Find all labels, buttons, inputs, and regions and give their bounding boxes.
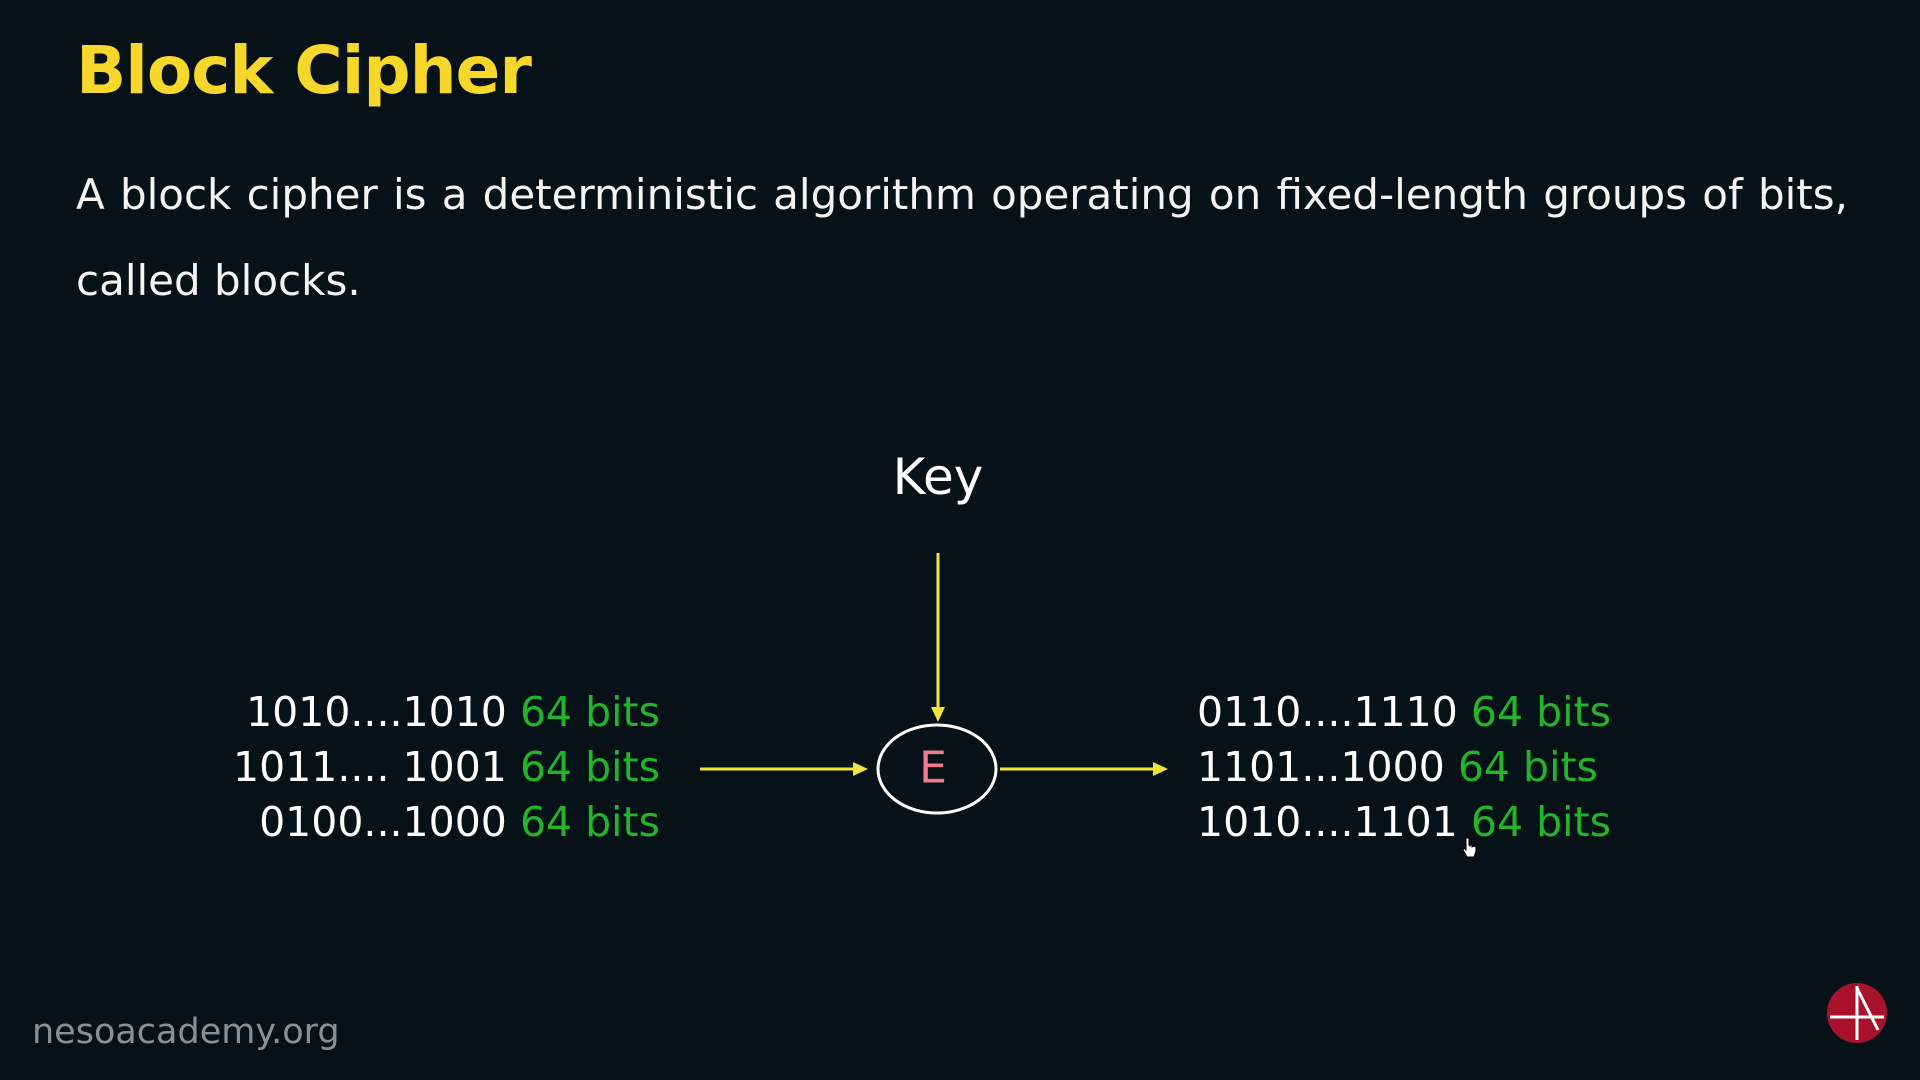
encryption-node [876, 723, 998, 815]
block-value: 1010....1010 [246, 688, 507, 736]
input-blocks: 1010....1010 64 bits 1011.... 1001 64 bi… [200, 685, 660, 850]
block-size: 64 bits [519, 798, 660, 846]
output-block-row: 1010....1101 64 bits [1197, 795, 1667, 850]
output-arrow [1000, 762, 1168, 776]
neso-logo-icon [1827, 983, 1887, 1043]
watermark: nesoacademy.org [32, 1012, 340, 1052]
block-value: 1011.... 1001 [233, 743, 507, 791]
block-value: 0100...1000 [259, 798, 507, 846]
key-arrow [931, 553, 945, 722]
key-label: Key [892, 448, 984, 506]
input-arrow [700, 762, 868, 776]
block-value: 0110....1110 [1197, 688, 1458, 736]
encryption-label: E [919, 742, 947, 794]
input-block-row: 1011.... 1001 64 bits [200, 740, 660, 795]
block-value: 1101...1000 [1197, 743, 1445, 791]
input-block-row: 0100...1000 64 bits [200, 795, 660, 850]
input-block-row: 1010....1010 64 bits [200, 685, 660, 740]
definition-text: A block cipher is a deterministic algori… [76, 170, 1848, 305]
output-block-row: 0110....1110 64 bits [1197, 685, 1667, 740]
slide-title: Block Cipher [76, 32, 532, 109]
output-blocks: 0110....1110 64 bits 1101...1000 64 bits… [1197, 685, 1667, 850]
block-size: 64 bits [519, 688, 660, 736]
block-size: 64 bits [1470, 798, 1611, 846]
block-size: 64 bits [1457, 743, 1598, 791]
block-size: 64 bits [1470, 688, 1611, 736]
block-size: 64 bits [519, 743, 660, 791]
pointer-cursor-icon [1462, 837, 1477, 858]
output-block-row: 1101...1000 64 bits [1197, 740, 1667, 795]
block-value: 1010....1101 [1197, 798, 1458, 846]
